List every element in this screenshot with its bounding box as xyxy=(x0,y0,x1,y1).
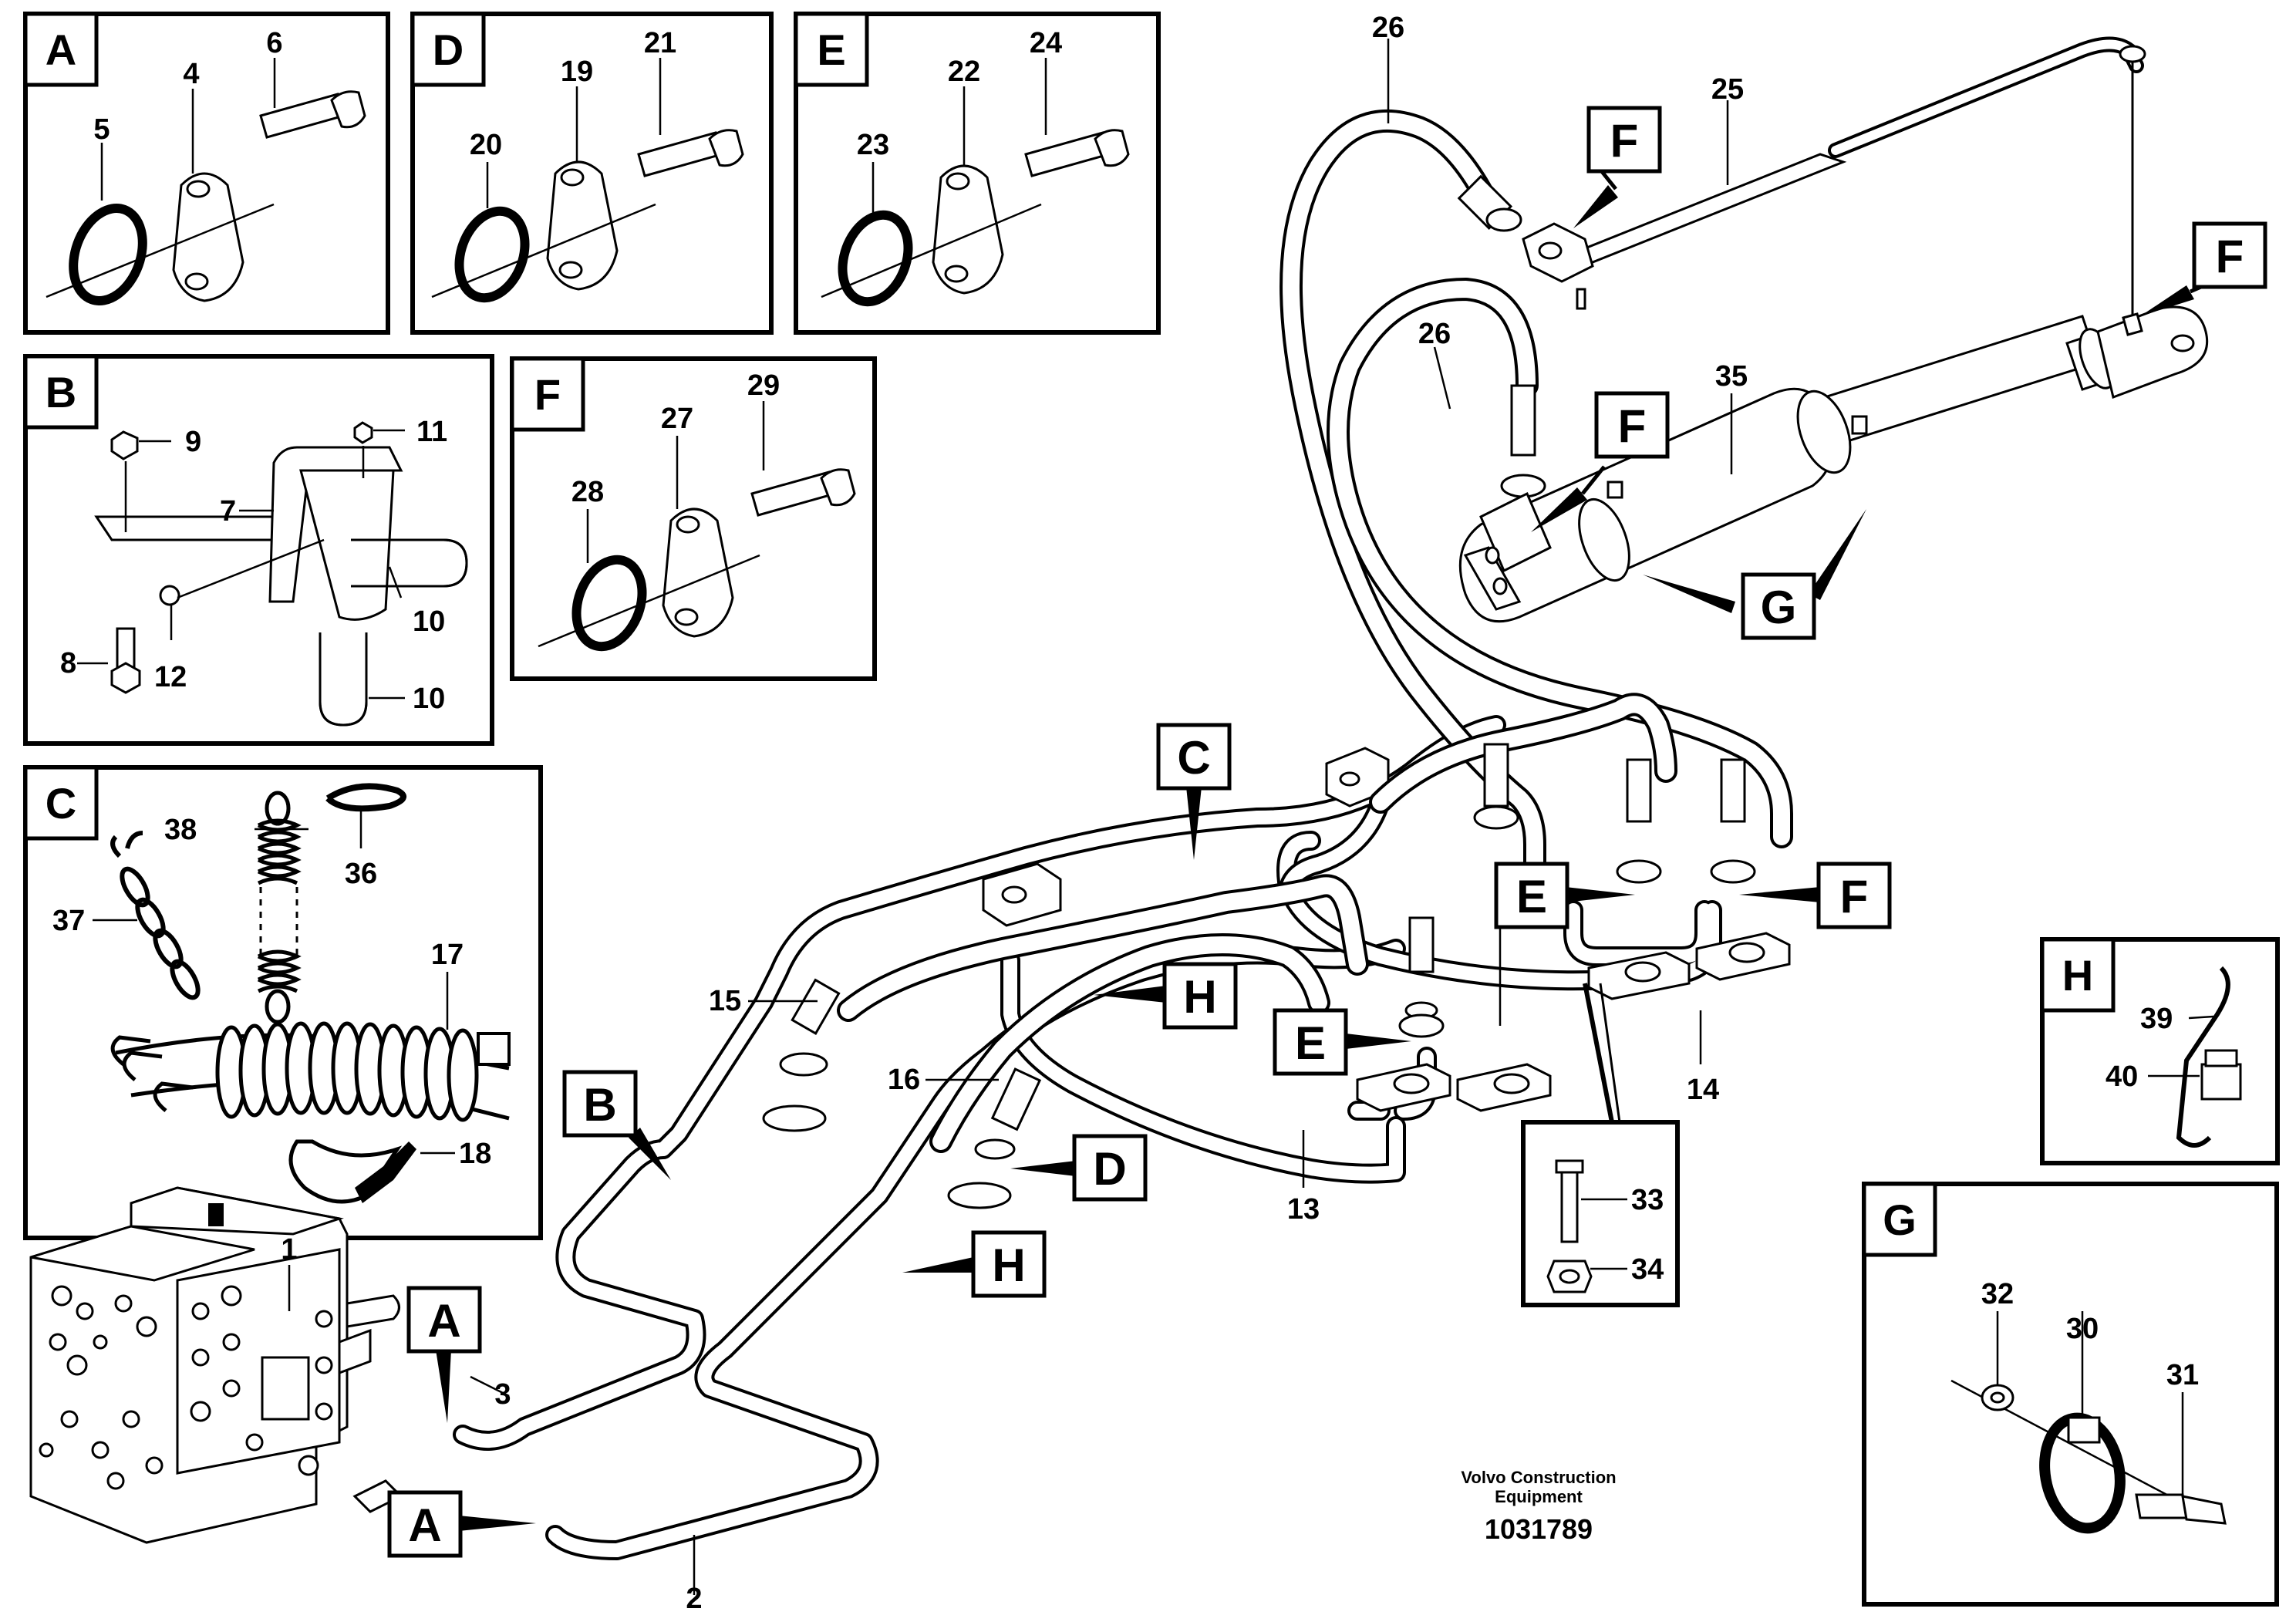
detail-box-h: H 39 40 xyxy=(2040,937,2280,1165)
callout-h: H xyxy=(902,1230,1047,1298)
part-number: 37 xyxy=(52,905,85,937)
part-number: 6 xyxy=(266,27,282,59)
part-number: 26 xyxy=(1372,12,1404,44)
part-number: 14 xyxy=(1687,1074,1719,1106)
drawing-number: 1031789 xyxy=(1485,1513,1593,1545)
detail-box-letter: A xyxy=(46,25,76,74)
company-name-line2: Equipment xyxy=(1495,1487,1583,1506)
callout-d: D xyxy=(1010,1134,1148,1202)
part-number: 12 xyxy=(154,661,187,693)
part-number: 10 xyxy=(413,605,445,638)
part-number: 4 xyxy=(183,58,199,90)
part-number: 10 xyxy=(413,683,445,715)
part-number: 23 xyxy=(857,129,889,161)
part-number: 39 xyxy=(2140,1003,2173,1035)
callout-letter: D xyxy=(1093,1143,1126,1195)
callout-g: G xyxy=(1643,509,1866,640)
callout-letter: A xyxy=(408,1499,441,1551)
part-number: 38 xyxy=(164,814,197,846)
part-number: 29 xyxy=(747,369,780,402)
callout-letter: B xyxy=(583,1079,616,1131)
detail-box-f: F 28 27 29 xyxy=(510,356,877,681)
drawing-footer: Volvo Construction Equipment 1031789 xyxy=(1461,1468,1616,1545)
hydraulic-cylinder xyxy=(1458,305,2209,623)
callout-h: H xyxy=(1094,962,1238,1030)
part-number: 16 xyxy=(888,1064,920,1096)
detail-box-e: E 23 22 24 xyxy=(794,12,1161,335)
part-number: 35 xyxy=(1715,360,1748,393)
part-number: 26 xyxy=(1418,318,1451,350)
callout-letter: A xyxy=(427,1295,460,1347)
flange-plates xyxy=(982,747,1791,1112)
main-assembly: 1 xyxy=(29,12,2267,1615)
part-number: 19 xyxy=(561,56,593,88)
callout-letter: G xyxy=(1761,582,1797,633)
callout-letter: E xyxy=(1516,871,1547,922)
callout-f: F xyxy=(2140,221,2267,316)
callout-f: F xyxy=(1739,862,1892,929)
part-number: 30 xyxy=(2066,1313,2099,1345)
part-number: 34 xyxy=(1631,1253,1664,1286)
detail-box-g: G 32 30 31 xyxy=(1862,1182,2279,1607)
part-number: 9 xyxy=(185,426,201,458)
callout-letter: F xyxy=(1840,871,1869,922)
part-number: 20 xyxy=(470,129,502,161)
callout-letter: H xyxy=(992,1239,1025,1291)
detail-box-letter: G xyxy=(1883,1195,1917,1244)
callout-letter: H xyxy=(1183,971,1216,1023)
detail-box-letter: B xyxy=(46,368,76,416)
control-valve: 1 xyxy=(29,1186,403,1544)
callout-f: F xyxy=(1531,391,1670,532)
callout-letter: F xyxy=(1610,115,1639,167)
part-number: 32 xyxy=(1981,1278,2014,1310)
callout-e: E xyxy=(1273,1008,1411,1076)
detail-box-a: A 5 4 6 xyxy=(23,12,390,335)
callout-f: F xyxy=(1573,106,1662,228)
part-number: 36 xyxy=(345,858,377,890)
part-number: 25 xyxy=(1711,73,1744,106)
part-number: 17 xyxy=(431,939,464,971)
part-number: 8 xyxy=(60,647,76,679)
part-number: 11 xyxy=(416,416,447,448)
detail-box-d: D 20 19 21 xyxy=(410,12,774,335)
part-number: 31 xyxy=(2166,1359,2199,1391)
detail-box-b: B 9 11 7 10 8 12 10 xyxy=(23,354,494,746)
detail-box-letter: H xyxy=(2062,951,2093,1000)
part-number: 7 xyxy=(220,495,236,528)
callout-e: E xyxy=(1494,862,1635,929)
detail-box-letter: E xyxy=(817,25,845,74)
callout-letter: F xyxy=(1618,400,1647,452)
part-number: 3 xyxy=(494,1378,511,1411)
part-number: 18 xyxy=(459,1138,491,1170)
part-number: 1 xyxy=(281,1233,297,1266)
callout-a: A xyxy=(387,1490,536,1558)
callout-c: C xyxy=(1156,723,1232,860)
part-number: 28 xyxy=(571,476,604,508)
bolt-detail: 33 34 xyxy=(1521,983,1680,1307)
part-number: 33 xyxy=(1631,1184,1664,1216)
callout-letter: C xyxy=(1177,732,1210,784)
part-number: 24 xyxy=(1030,27,1062,59)
part-number: 13 xyxy=(1287,1193,1320,1226)
callout-a: A xyxy=(406,1286,482,1423)
company-name-line1: Volvo Construction xyxy=(1461,1468,1616,1487)
part-number: 2 xyxy=(686,1583,702,1615)
part-number: 21 xyxy=(644,27,676,59)
detail-box-c: C xyxy=(23,765,543,1240)
detail-box-letter: C xyxy=(46,779,76,828)
hose-fittings xyxy=(762,174,1756,1209)
callout-b: B xyxy=(562,1070,671,1180)
part-number: 5 xyxy=(93,113,110,146)
part-number: 15 xyxy=(709,985,741,1017)
detail-box-letter: F xyxy=(534,370,561,419)
callout-letter: F xyxy=(2216,231,2244,282)
callout-letter: E xyxy=(1295,1017,1326,1069)
detail-box-letter: D xyxy=(433,25,464,74)
part-number: 40 xyxy=(2106,1061,2138,1093)
part-number: 27 xyxy=(661,403,693,435)
part-number: 22 xyxy=(948,56,980,88)
